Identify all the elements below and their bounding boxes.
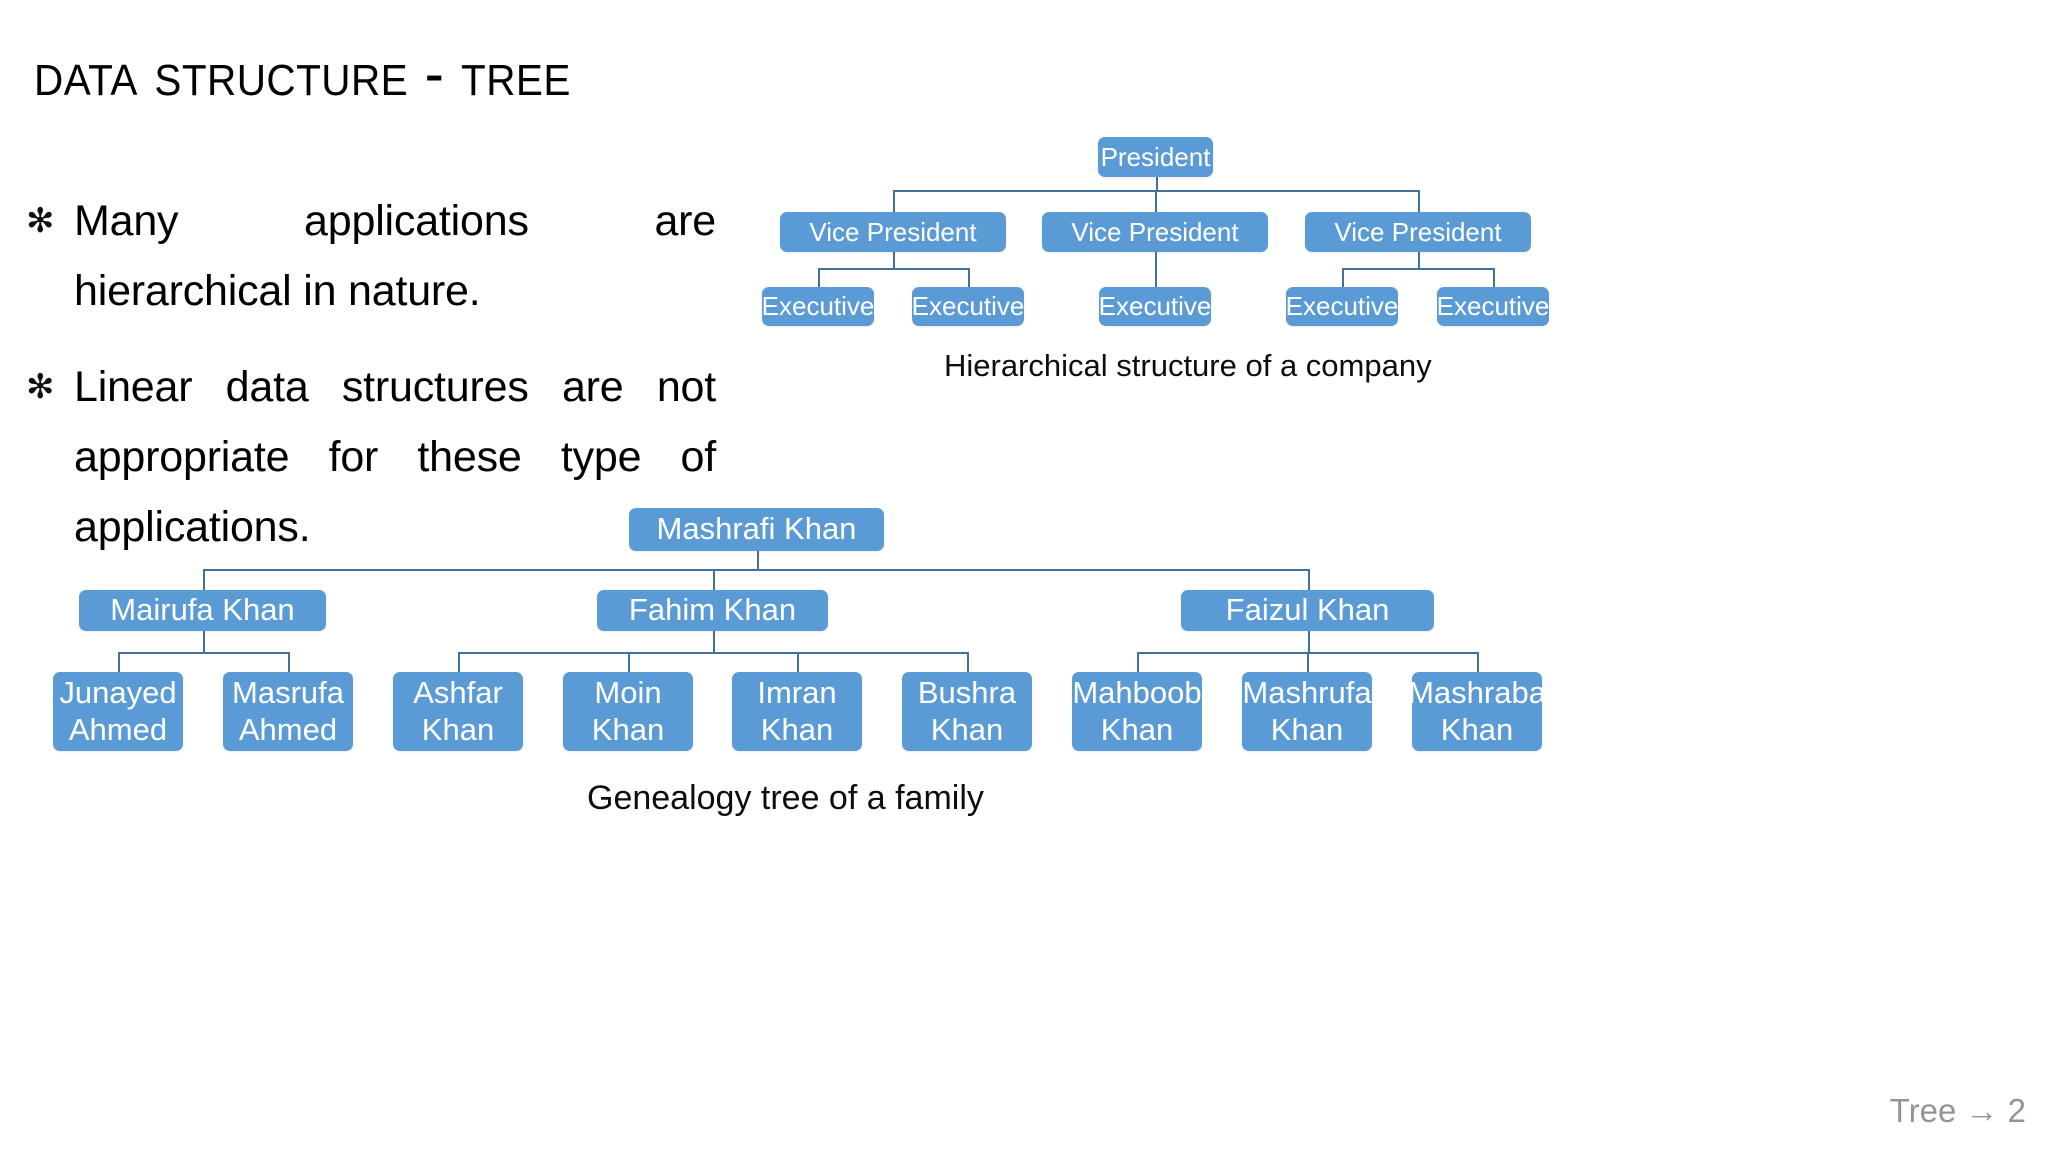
family-node: Mashrufa Khan (1242, 672, 1372, 751)
company-connector (968, 268, 970, 287)
family-connector (118, 652, 288, 654)
family-node: Junayed Ahmed (53, 672, 183, 751)
family-connector (757, 551, 759, 569)
family-connector (1308, 631, 1310, 652)
company-connector (1418, 252, 1420, 268)
company-node: Executive (1286, 287, 1398, 326)
company-node: President (1098, 137, 1213, 177)
family-connector (713, 569, 715, 590)
company-connector (1155, 268, 1157, 287)
company-node: Vice President (1305, 212, 1531, 252)
list-item: ✻ Many applications are hierarchical in … (26, 186, 716, 326)
family-connector (458, 652, 460, 672)
family-connector (628, 652, 630, 672)
family-connector (458, 652, 967, 654)
company-connector (1342, 268, 1344, 287)
family-connector (1477, 652, 1479, 672)
family-node: Bushra Khan (902, 672, 1032, 751)
family-node: Imran Khan (732, 672, 862, 751)
bullet-text: Many applications are hierarchical in na… (74, 197, 716, 315)
company-node: Executive (912, 287, 1024, 326)
family-connector (203, 631, 205, 652)
family-node: Faizul Khan (1181, 590, 1434, 631)
list-item: ✻ Linear data structures are not appropr… (26, 352, 716, 562)
company-connector (893, 252, 895, 268)
company-node: Vice President (1042, 212, 1268, 252)
family-connector (713, 631, 715, 652)
company-connector (1156, 177, 1158, 190)
company-connector (893, 190, 895, 212)
page-title: Data Structure - Tree (34, 39, 571, 109)
family-connector (118, 652, 120, 672)
family-diagram-caption: Genealogy tree of a family (587, 779, 984, 817)
company-connector (1493, 268, 1495, 287)
family-connector (203, 569, 205, 590)
family-node: Mairufa Khan (79, 590, 326, 631)
company-connector (818, 268, 968, 270)
company-connector (818, 268, 820, 287)
family-node: Moin Khan (563, 672, 693, 751)
family-connector (1308, 569, 1310, 590)
company-connector (1342, 268, 1493, 270)
company-node: Executive (762, 287, 874, 326)
company-connector (1155, 252, 1157, 268)
family-connector (203, 569, 1308, 571)
family-node: Mashrafi Khan (629, 508, 884, 551)
company-node: Executive (1437, 287, 1549, 326)
family-connector (797, 652, 799, 672)
bullet-list: ✻ Many applications are hierarchical in … (26, 186, 716, 588)
family-connector (1137, 652, 1139, 672)
family-connector (967, 652, 969, 672)
family-node: Masrufa Ahmed (223, 672, 353, 751)
slide-footer: Tree → 2 (1889, 1092, 2026, 1129)
family-connector (288, 652, 290, 672)
company-diagram-caption: Hierarchical structure of a company (944, 348, 1432, 383)
family-node: Fahim Khan (597, 590, 828, 631)
company-connector (1155, 190, 1157, 212)
family-node: Mashraba Khan (1408, 672, 1546, 751)
flower-bullet-icon: ✻ (26, 201, 55, 241)
flower-bullet-icon: ✻ (26, 367, 55, 407)
bullet-text: Linear data structures are not appropria… (74, 363, 716, 551)
family-node: Ashfar Khan (393, 672, 523, 751)
company-node: Executive (1099, 287, 1211, 326)
family-node: Mahboob Khan (1072, 672, 1202, 751)
company-connector (1418, 190, 1420, 212)
company-node: Vice President (780, 212, 1006, 252)
family-connector (1307, 652, 1309, 672)
